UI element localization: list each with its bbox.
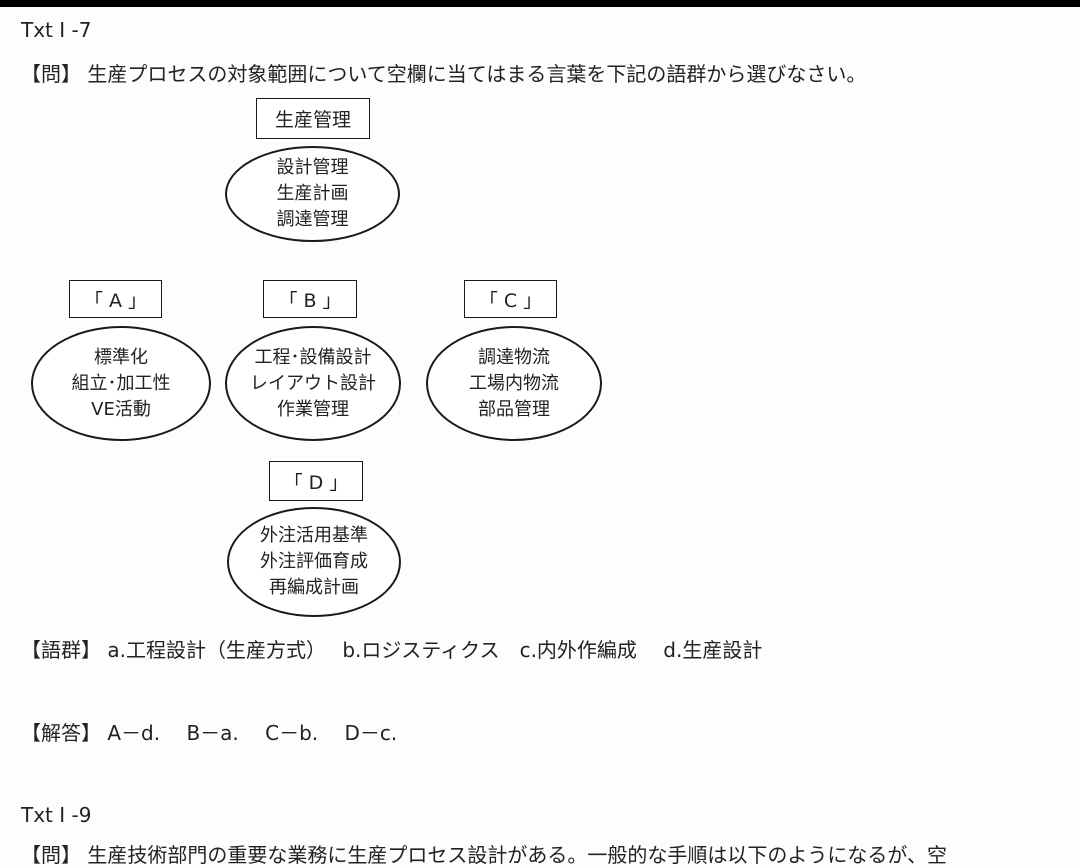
ellipse-item: 作業管理 [277,398,349,420]
ellipse-item: VE活動 [91,398,151,420]
ellipse-item: 再編成計画 [269,577,359,598]
root-label-box: 生産管理 [256,98,370,139]
ellipse-item: 設計管理 [276,157,349,178]
ellipse-item: 工程･設備設計 [254,346,372,368]
ellipse-item: 標準化 [94,346,148,368]
node-a-ellipse: 標準化 組立･加工性 VE活動 [31,326,211,441]
root-items-ellipse: 設計管理 生産計画 調達管理 [225,146,400,242]
ellipse-item: 調達物流 [478,346,550,368]
node-c-ellipse: 調達物流 工場内物流 部品管理 [426,326,602,441]
blank-d-box: 「 D 」 [269,461,363,501]
node-b-ellipse: 工程･設備設計 レイアウト設計 作業管理 [225,326,401,441]
document-page: Txt I -7 【問】 生産プロセスの対象範囲について空欄に当てはまる言葉を下… [0,7,1080,865]
ellipse-item: 調達管理 [276,209,349,230]
ellipse-item: 外注評価育成 [260,551,368,572]
ellipse-item: 組立･加工性 [71,372,171,394]
node-d-ellipse: 外注活用基準 外注評価育成 再編成計画 [227,507,401,617]
ellipse-item: 生産計画 [276,183,349,204]
section-heading: Txt I -7 [21,18,92,42]
answer-text: 【解答】 A－d. B－a. C－b. D－c. [21,721,398,745]
blank-b-box: 「 B 」 [263,280,357,318]
question-text: 【問】 生産技術部門の重要な業務に生産プロセス設計がある。一般的な手順は以下のよ… [21,843,947,865]
ellipse-item: 外注活用基準 [260,525,368,546]
blank-a-box: 「 A 」 [69,280,162,318]
question-text: 【問】 生産プロセスの対象範囲について空欄に当てはまる言葉を下記の語群から選びな… [21,62,867,86]
section-heading: Txt I -9 [21,803,92,827]
blank-c-box: 「 C 」 [464,280,557,318]
word-group: 【語群】 a.工程設計（生産方式） b.ロジスティクス c.内外作編成 d.生産… [21,638,763,662]
ellipse-item: 部品管理 [478,398,550,420]
ellipse-item: レイアウト設計 [250,372,376,394]
ellipse-item: 工場内物流 [469,372,559,394]
